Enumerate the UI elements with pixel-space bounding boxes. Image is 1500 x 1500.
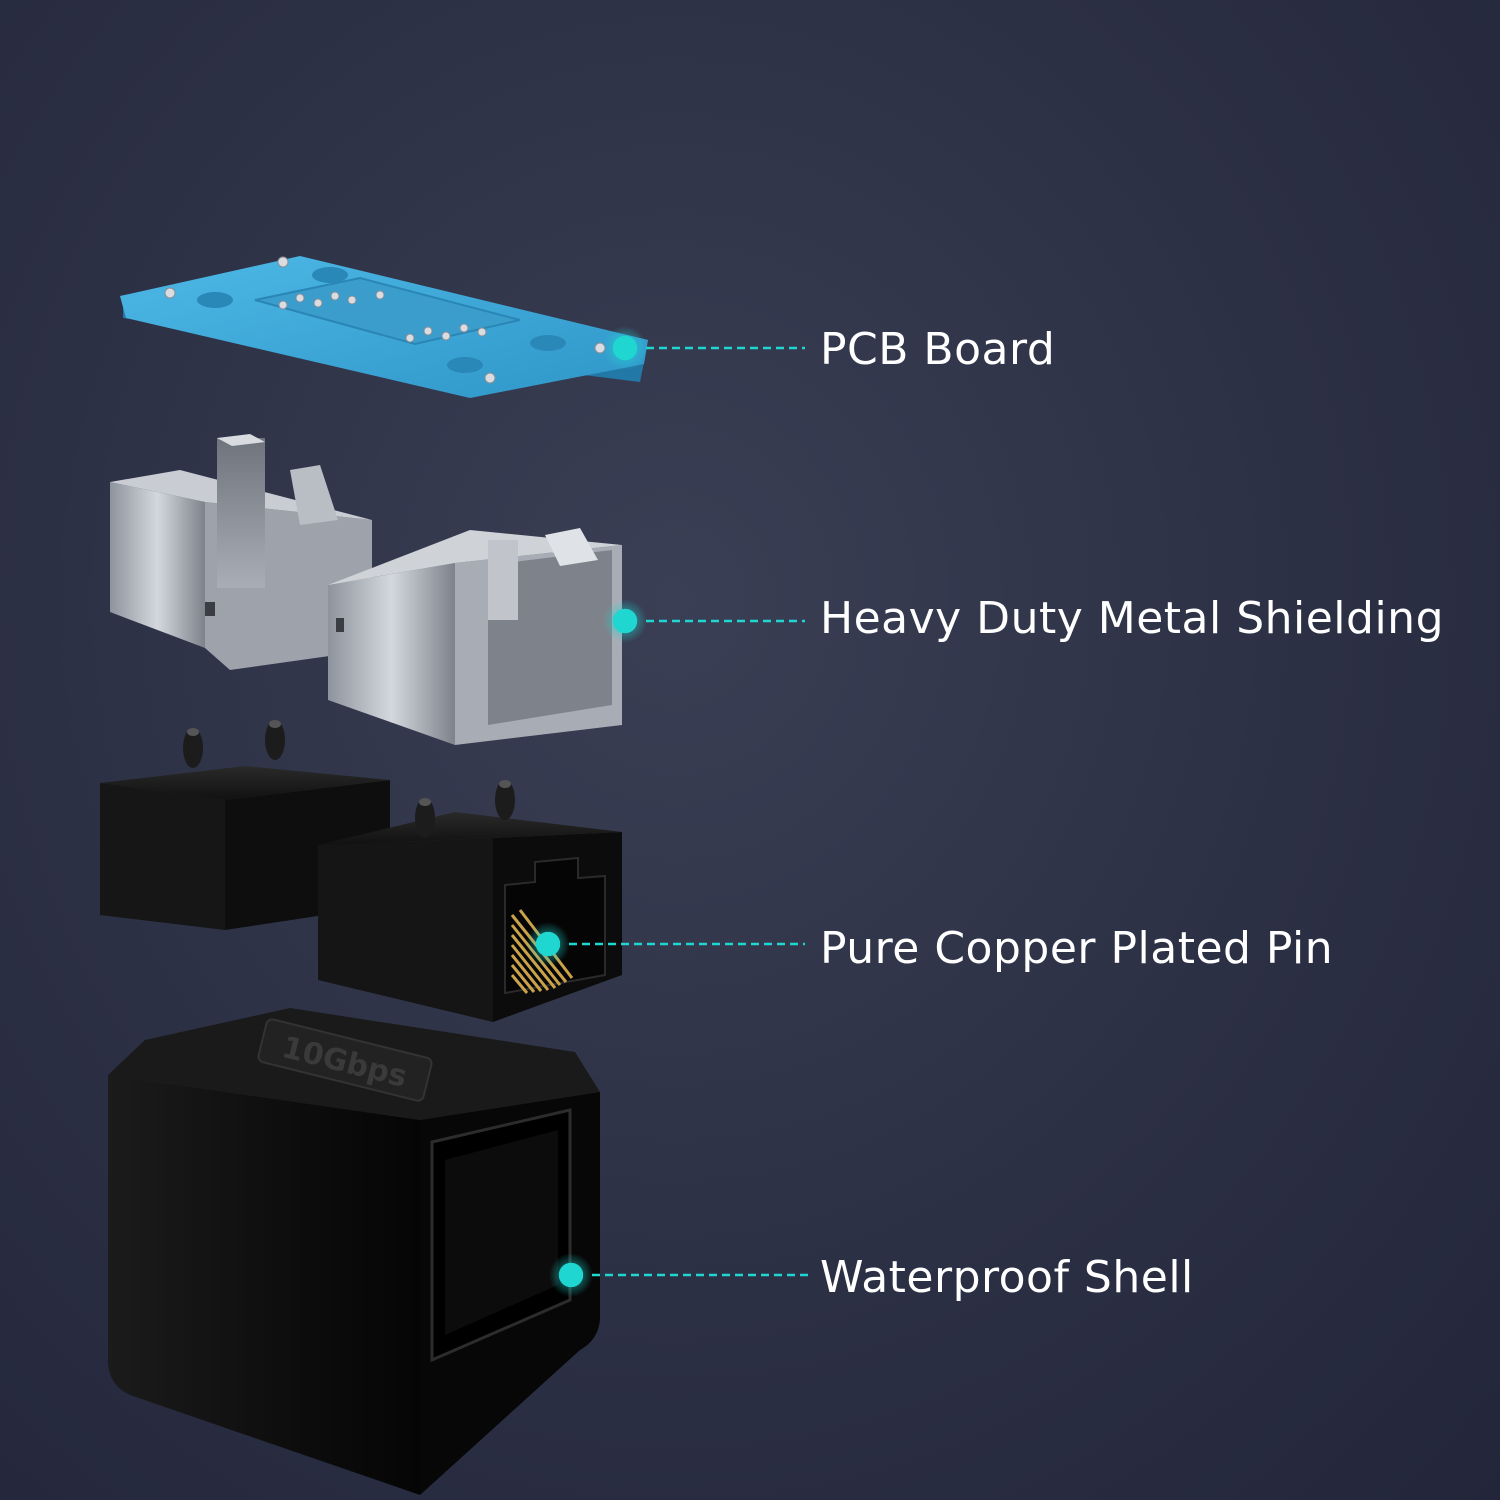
copper-pin-label: Pure Copper Plated Pin [820, 923, 1334, 974]
metal-shielding [110, 434, 622, 745]
callout-shield [603, 599, 805, 643]
callout-pcb [603, 326, 805, 370]
pcb-board-label: PCB Board [820, 324, 1056, 375]
pcb-board [120, 256, 648, 398]
callout-shell [549, 1253, 808, 1297]
waterproof-shell: 10Gbps [108, 1008, 600, 1495]
callout-dot-pin [526, 922, 570, 966]
housing-left [100, 720, 390, 930]
callout-dot-pcb [603, 326, 647, 370]
callout-dot-shield [603, 599, 647, 643]
callout-pin [526, 922, 805, 966]
metal-shield-right [328, 528, 622, 745]
metal-shielding-label: Heavy Duty Metal Shielding [820, 593, 1444, 644]
waterproof-shell-label: Waterproof Shell [820, 1252, 1194, 1303]
inner-housings [100, 720, 622, 1022]
callout-dot-shell [549, 1253, 593, 1297]
